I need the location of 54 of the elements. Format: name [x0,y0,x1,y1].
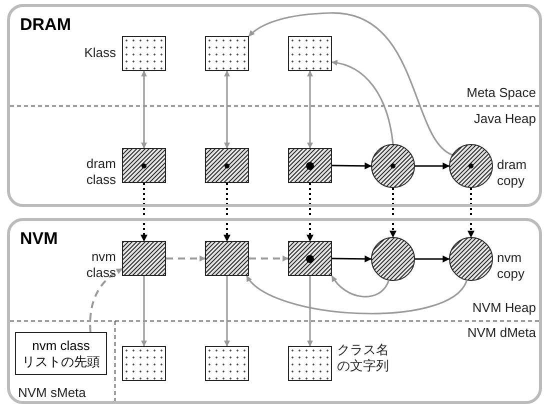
object-box [122,241,166,276]
arrow [332,255,372,262]
object-box [205,241,249,276]
metadata-box [288,36,332,71]
region-label: NVM Heap [471,300,536,316]
memory-region-panel [7,218,542,404]
arrow [306,183,314,242]
object-circle [449,237,493,281]
object-box [122,148,166,183]
arrow [390,188,396,238]
node-caption: Klass [83,45,116,61]
arrow [141,276,147,347]
metadata-box [205,346,249,381]
metadata-box [122,36,166,71]
arrow [415,162,450,170]
arrow [89,268,123,332]
metadata-box [288,346,332,381]
metadata-box [205,36,249,71]
arrow [224,183,230,242]
node-caption: クラス名の文字列 [337,342,390,374]
object-box [205,148,249,183]
memory-region-panel [7,4,542,207]
region-label: NVM sMeta [18,385,87,401]
region-label: Meta Space [466,85,536,101]
arrow [246,275,468,314]
node-caption: nvm class [85,249,116,281]
arrow [141,70,147,149]
metadata-box [122,346,166,381]
arrow [331,60,394,144]
object-circle [371,237,415,281]
region-label: NVM dMeta [466,325,536,341]
region-label: Java Heap [472,111,536,127]
arrow [415,256,450,262]
arrow [224,70,230,149]
region-title: DRAM [20,15,71,35]
list-head-box: nvm class リストの先頭 [15,332,107,375]
arrow [248,12,453,156]
object-circle [371,144,415,188]
object-circle [449,144,493,188]
arrow [166,256,206,262]
object-box [288,241,332,276]
arrow [468,188,474,238]
arrow [307,276,313,347]
arrow [140,183,148,242]
region-title: NVM [20,229,58,249]
arrow [331,276,390,298]
arrow [224,276,230,347]
node-caption: nvm copy [497,250,526,282]
node-caption: dram copy [497,157,528,189]
arrow [332,162,372,170]
object-box [288,148,332,183]
arrow [307,70,313,149]
arrow [249,256,289,262]
node-caption: dram class [85,156,116,188]
